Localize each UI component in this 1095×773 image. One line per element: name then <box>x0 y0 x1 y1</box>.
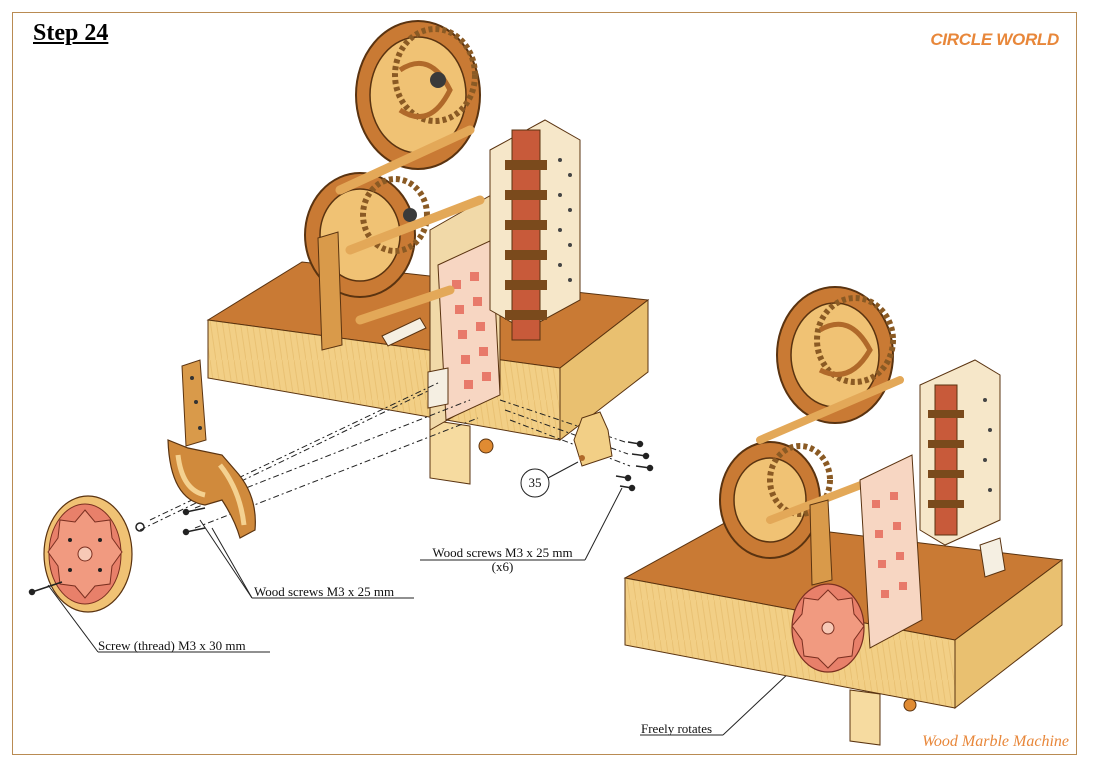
label-wood-screws-x6-text: Wood screws M3 x 25 mm <box>432 545 573 560</box>
part-number-35: 35 <box>528 475 542 490</box>
right-machine <box>623 286 1064 746</box>
base-side <box>559 298 649 442</box>
step-title: Step 24 <box>33 20 109 46</box>
label-wood-screws-x6: Wood screws M3 x 25 mm (x6) <box>420 546 585 574</box>
screws <box>28 440 654 596</box>
part-number-circle <box>520 468 550 498</box>
brand-logo: CIRCLE WORLD <box>930 30 1059 49</box>
exploded-arm <box>167 359 256 539</box>
left-machine <box>206 20 650 485</box>
label-freely-rotates: Freely rotates <box>641 721 713 736</box>
label-wood-screws-gear: Wood screws M3 x 25 mm <box>254 584 395 599</box>
label-screw-thread: Screw (thread) M3 x 30 mm <box>98 638 246 653</box>
label-qty-x6: (x6) <box>491 559 514 574</box>
page-frame <box>12 12 1077 755</box>
bracket-part-35 <box>573 411 613 467</box>
footer-title: Wood Marble Machine <box>922 733 1069 750</box>
gear-disc <box>43 495 133 613</box>
